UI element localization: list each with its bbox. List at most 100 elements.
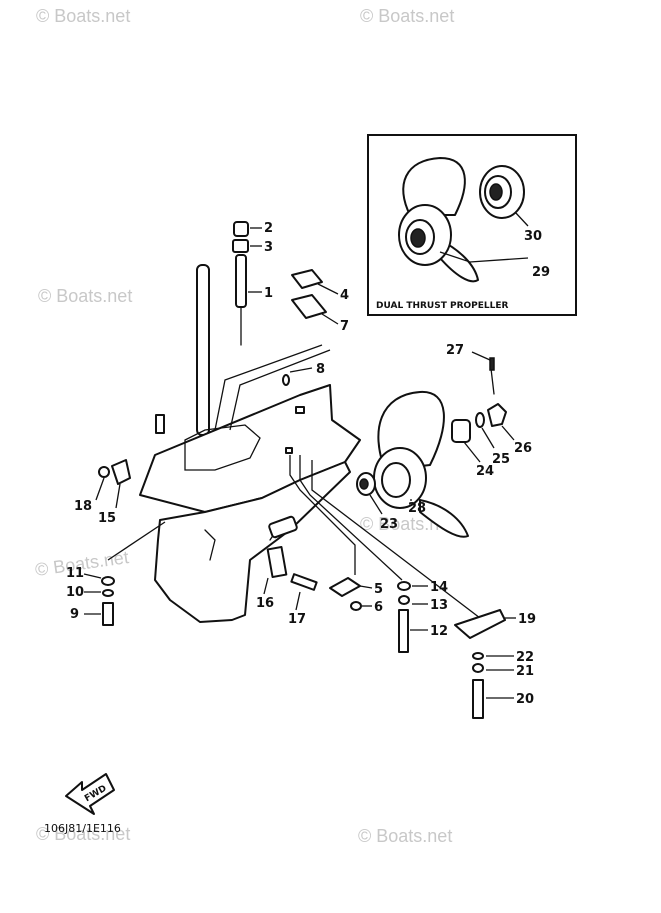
water-tube-fitting <box>155 414 165 434</box>
leader-18 <box>95 477 105 501</box>
inset-dual-thrust: 30 29 DUAL THRUST PROPELLER <box>367 134 577 316</box>
watermark-mid-right: © Boats.net <box>38 286 132 306</box>
housing-bolt <box>295 406 305 414</box>
part-26-nut <box>487 403 507 427</box>
callout-15: 15 <box>98 511 116 526</box>
guide-to-14 <box>299 455 403 581</box>
fwd-arrow-icon <box>65 773 115 815</box>
leader-25 <box>481 427 495 449</box>
leader-7 <box>321 313 339 325</box>
callout-11: 11 <box>66 566 84 581</box>
callout-18: 18 <box>74 499 92 514</box>
callout-2: 2 <box>264 221 273 236</box>
drawing-code: 106J81/1E116 <box>44 822 121 835</box>
leader-15 <box>115 483 121 509</box>
part-12-bolt <box>398 609 409 653</box>
part-20-bolt <box>472 679 484 719</box>
callout-1: 1 <box>264 286 273 301</box>
callout-6: 6 <box>374 600 383 615</box>
leader-27 <box>471 351 491 361</box>
part-24-spacer <box>451 419 471 443</box>
part-16-plate <box>266 545 288 579</box>
callout-21: 21 <box>516 664 534 679</box>
plate-group: 19 22 21 20 <box>454 609 536 719</box>
callout-22: 22 <box>516 650 534 665</box>
part-3-nut <box>232 239 249 253</box>
leader-4 <box>317 283 339 295</box>
leader-26 <box>501 425 515 441</box>
center-bolt-group: 14 13 12 <box>397 580 448 653</box>
callout-8: 8 <box>316 362 325 377</box>
left-fasteners: 18 15 11 10 9 <box>66 414 166 626</box>
part-27-pin-head <box>489 357 495 371</box>
housing-plug <box>285 447 293 454</box>
guide-to-19 <box>311 460 481 619</box>
callout-19: 19 <box>518 612 536 627</box>
leader-30 <box>514 211 529 227</box>
part-8-oring <box>282 374 290 386</box>
callout-26: 26 <box>514 441 532 456</box>
part-15-plate <box>111 459 131 485</box>
callout-9: 9 <box>70 607 79 622</box>
watermark-top-right: © Boats.net <box>360 6 454 26</box>
pump-housing <box>184 424 261 471</box>
part-2-cap <box>233 221 249 237</box>
part-22-washer <box>472 652 484 660</box>
callout-5: 5 <box>374 582 383 597</box>
leader-17 <box>295 591 301 611</box>
part-23-core <box>359 478 369 490</box>
housing-body <box>154 461 351 623</box>
leader-5 <box>359 585 373 589</box>
propeller-group: 23 28 24 25 26 27 <box>356 343 532 538</box>
callout-14: 14 <box>430 580 448 595</box>
driveshaft <box>196 264 210 436</box>
inset-propeller-bore-core <box>410 228 426 248</box>
inset-propeller-blade-lower <box>439 239 479 283</box>
leader-11 <box>83 573 102 579</box>
driveshaft-assembly: 2 3 1 4 7 8 <box>196 221 349 436</box>
callout-4: 4 <box>340 288 349 303</box>
callout-13: 13 <box>430 598 448 613</box>
propeller-bore <box>381 462 411 498</box>
watermark-top-left: © Boats.net <box>36 6 130 26</box>
leader-23 <box>369 494 383 515</box>
inset-propeller-blade-upper <box>402 157 466 216</box>
inset-label: DUAL THRUST PROPELLER <box>376 301 509 311</box>
callout-29: 29 <box>532 265 550 280</box>
leader-8 <box>289 367 313 373</box>
part-18-screw <box>98 466 110 478</box>
stud-bolt-1 <box>235 254 247 308</box>
callout-28: 28 <box>408 501 426 516</box>
watermark-bottom-right: © Boats.net <box>358 826 452 846</box>
callout-20: 20 <box>516 692 534 707</box>
callout-24: 24 <box>476 464 494 479</box>
callout-7: 7 <box>340 319 349 334</box>
part-21-washer <box>472 663 484 673</box>
part-14-washer <box>397 581 411 591</box>
callout-30: 30 <box>524 229 542 244</box>
part-5-gasket <box>329 577 361 597</box>
callout-23: 23 <box>380 517 398 532</box>
callout-27: 27 <box>446 343 464 358</box>
part-13-washer <box>398 595 410 605</box>
part-19-plate <box>454 609 506 639</box>
inset-frame <box>367 134 577 316</box>
propeller-shaft-stub <box>268 515 298 539</box>
part-17-bolt <box>290 573 318 591</box>
part-9-bolt <box>102 602 114 626</box>
callout-25: 25 <box>492 452 510 467</box>
callout-12: 12 <box>430 624 448 639</box>
part-11-nut <box>101 576 115 586</box>
leader-29 <box>439 251 529 263</box>
fwd-arrow: FWD <box>65 773 115 815</box>
callout-16: 16 <box>256 596 274 611</box>
leader-24 <box>463 441 481 463</box>
guide-to-driveshaft-2 <box>229 349 331 431</box>
watermark-bottom-left: © Boats.net <box>36 824 130 844</box>
guide-to-5 <box>289 455 356 575</box>
part-25-washer <box>475 412 485 428</box>
lower-unit-housing <box>139 384 361 623</box>
guide-to-driveshaft <box>214 344 323 431</box>
propeller-blade-lower <box>419 499 469 538</box>
